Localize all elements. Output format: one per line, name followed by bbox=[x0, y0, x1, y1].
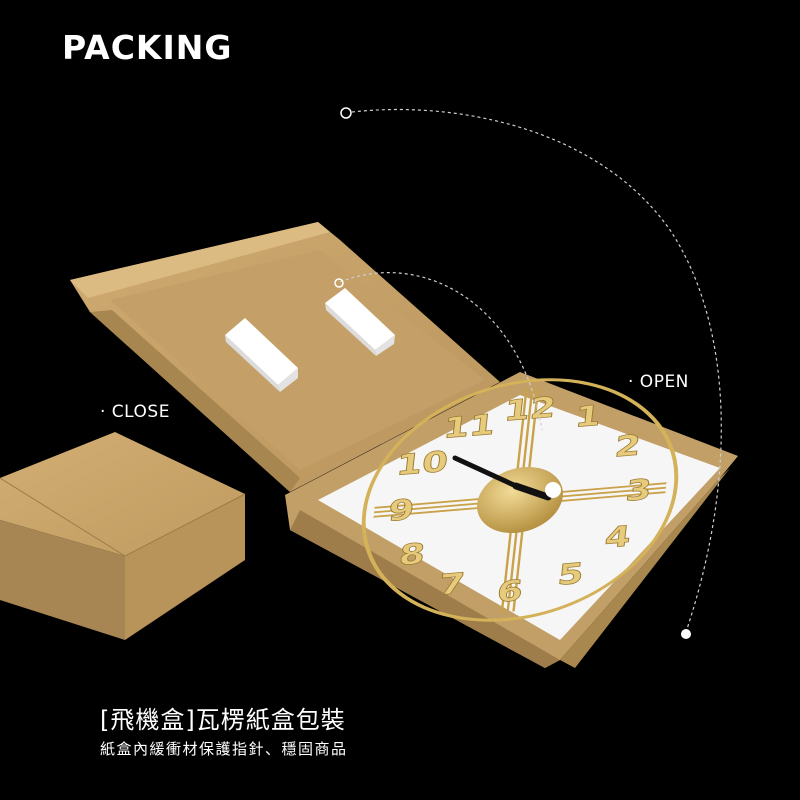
clock-numeral: 12 bbox=[502, 390, 557, 428]
foam-block-left bbox=[225, 318, 298, 392]
clock-numeral: 8 bbox=[397, 536, 426, 572]
clock-numeral: 5 bbox=[556, 556, 585, 592]
callout-lines bbox=[339, 108, 722, 633]
callout-dot-inner bbox=[334, 278, 344, 288]
callout-dot-end bbox=[681, 629, 691, 639]
clock-numeral: 10 bbox=[395, 444, 450, 482]
page-title: PACKING bbox=[62, 28, 233, 67]
clock-hub bbox=[477, 466, 563, 534]
close-label: · CLOSE bbox=[100, 402, 170, 422]
packaging-description: 紙盒內緩衝材保護指針、穩固商品 bbox=[100, 740, 348, 758]
closed-box bbox=[0, 432, 246, 640]
clock-numeral: 2 bbox=[613, 428, 642, 464]
clock-numeral: 3 bbox=[624, 472, 653, 508]
clock-numeral: 9 bbox=[387, 492, 416, 528]
clock-numeral: 6 bbox=[495, 573, 524, 609]
clock-hands bbox=[452, 455, 561, 501]
clock-numeral: 7 bbox=[437, 566, 466, 602]
clock-numeral: 4 bbox=[603, 519, 632, 555]
clock-numeral: 1 bbox=[573, 398, 602, 434]
clock-numeral: 11 bbox=[442, 407, 497, 445]
foam-block-right bbox=[325, 288, 395, 356]
callout-dot-start bbox=[340, 107, 352, 119]
packaging-headline: [飛機盒]瓦楞紙盒包裝 bbox=[100, 706, 346, 734]
open-label: · OPEN bbox=[628, 372, 689, 392]
